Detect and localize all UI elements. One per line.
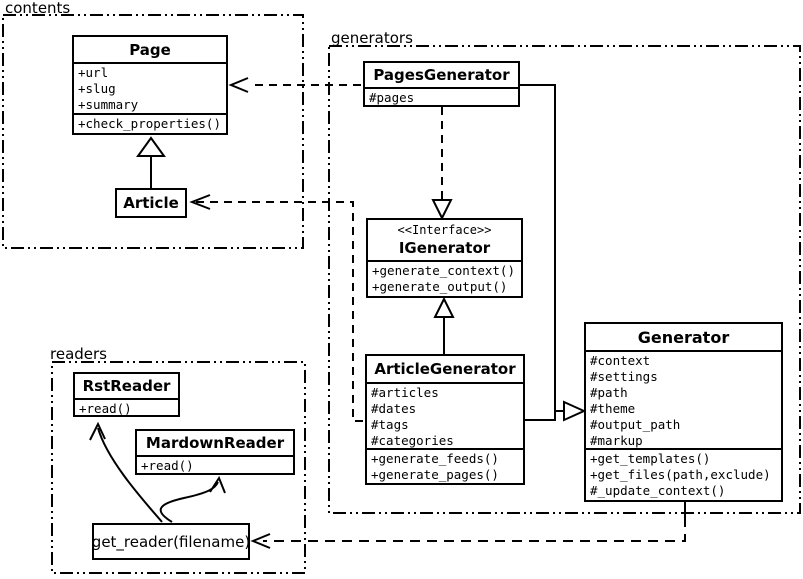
attribute: #pages — [369, 90, 415, 105]
class-stereotype: <<Interface>> — [397, 223, 492, 237]
method: +generate_feeds() — [371, 451, 499, 466]
class-title: MardownReader — [145, 434, 285, 452]
method: +get_files(path,exclude) — [590, 467, 771, 482]
class-box-generator: Generator #context #settings #path #them… — [584, 322, 783, 502]
package-label-generators: generators — [331, 29, 413, 47]
class-box-igenerator: <<Interface>> IGenerator +generate_conte… — [366, 218, 523, 298]
attributes-section: +url +slug +summary — [74, 62, 226, 113]
attribute: +url — [78, 65, 109, 80]
method: #_update_context() — [590, 483, 726, 498]
attribute: #markup — [590, 433, 643, 448]
generalization-article-to-page — [136, 136, 166, 188]
attribute: #context — [590, 353, 651, 368]
arrow-getreader-to-markdownreader — [159, 475, 226, 523]
class-box-article: Article — [115, 188, 187, 218]
methods-section: +read() — [137, 455, 293, 473]
class-title: PagesGenerator — [373, 66, 510, 84]
methods-section: +read() — [75, 398, 178, 415]
realization-pagesgenerator-to-igenerator — [431, 107, 453, 221]
class-box-articlegenerator: ArticleGenerator #articles #dates #tags … — [365, 354, 525, 485]
generalization-generators-to-generator — [520, 84, 587, 422]
methods-section: +generate_feeds() +generate_pages() — [367, 448, 523, 483]
dependency-pagesgenerator-to-page — [228, 77, 361, 93]
attribute: #articles — [371, 385, 439, 400]
method: +check_properties() — [78, 116, 221, 131]
attributes-section: #context #settings #path #theme #output_… — [586, 350, 781, 448]
method: +generate_output() — [372, 279, 508, 294]
package-border-contents — [2, 14, 304, 249]
method: +generate_pages() — [371, 467, 499, 482]
methods-section: +check_properties() — [74, 113, 226, 135]
class-box-pagesgenerator: PagesGenerator #pages — [363, 61, 520, 107]
attribute: #output_path — [590, 417, 681, 432]
class-title: IGenerator — [398, 239, 491, 257]
generalization-articlegenerator-to-igenerator — [433, 296, 455, 354]
attribute: #theme — [590, 401, 636, 416]
class-title: Generator — [637, 327, 730, 347]
attribute: #path — [590, 385, 628, 400]
class-box-page: Page +url +slug +summary +check_properti… — [72, 35, 228, 135]
method: +get_templates() — [590, 451, 711, 466]
attribute: +slug — [78, 81, 116, 96]
attribute: +summary — [78, 97, 139, 112]
methods-section: +get_templates() +get_files(path,exclude… — [586, 448, 781, 500]
class-title: Page — [129, 40, 171, 59]
dependency-generator-to-getreader — [250, 502, 686, 549]
attribute: #categories — [371, 433, 454, 448]
dependency-articlegenerator-to-article — [189, 194, 363, 422]
method: +read() — [141, 458, 194, 473]
methods-section: +generate_context() +generate_output() — [368, 260, 521, 296]
attribute: #dates — [371, 401, 417, 416]
arrow-getreader-to-rstreader — [89, 421, 163, 523]
package-border-readers — [51, 361, 306, 574]
method: +generate_context() — [372, 263, 515, 278]
package-border-generators — [328, 45, 801, 514]
class-box-markdownreader: MardownReader +read() — [135, 429, 295, 475]
package-label-contents: contents — [5, 0, 71, 17]
attribute: #tags — [371, 417, 409, 432]
attributes-section: #pages — [365, 87, 518, 105]
function-label: get_reader(filename) — [91, 532, 251, 551]
class-title: ArticleGenerator — [374, 360, 516, 378]
attribute: #settings — [590, 369, 658, 384]
attributes-section: #articles #dates #tags #categories — [367, 382, 523, 448]
package-label-readers: readers — [50, 345, 107, 363]
class-title: Article — [123, 194, 179, 212]
method: +read() — [79, 401, 132, 415]
class-box-rstreader: RstReader +read() — [73, 372, 180, 417]
function-box-get-reader: get_reader(filename) — [92, 523, 250, 560]
class-title: RstReader — [82, 377, 171, 395]
